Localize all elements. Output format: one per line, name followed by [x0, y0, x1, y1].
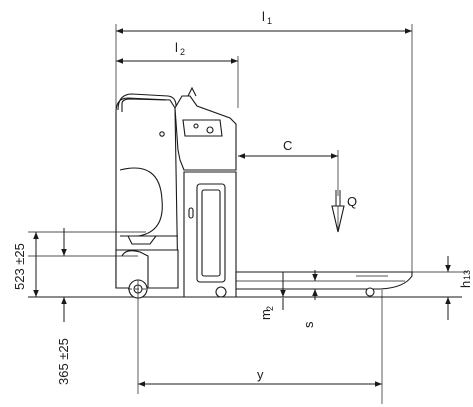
label-q: Q — [347, 194, 357, 209]
dimension-523: 523 ±25 — [12, 232, 39, 297]
label-m2: m — [258, 309, 273, 320]
operator-console — [174, 95, 237, 171]
dimension-l2: l 2 — [116, 40, 238, 64]
tiller-handle — [117, 93, 177, 111]
label-m2-sub: 2 — [265, 306, 275, 311]
battery-cover — [119, 167, 163, 237]
dimension-c: C — [238, 138, 339, 196]
dimension-s: s — [301, 270, 318, 328]
support-wheel — [215, 286, 227, 298]
label-l2: l — [175, 40, 178, 55]
truck-chassis — [115, 97, 179, 289]
label-s: s — [301, 321, 316, 328]
label-h13: h — [458, 281, 473, 288]
label-h13-sub: 13 — [462, 270, 472, 280]
label-l2-sub: 2 — [180, 47, 185, 57]
column-window — [196, 183, 226, 283]
label-523: 523 ±25 — [12, 243, 27, 290]
label-365: 365 ±25 — [56, 338, 71, 385]
dimension-365: 365 ±25 — [56, 228, 71, 385]
dimension-h13: h 13 — [412, 256, 473, 320]
label-l1-sub: 1 — [267, 16, 272, 26]
label-c: C — [283, 138, 292, 153]
truck-outline — [115, 86, 413, 299]
dimension-y: y — [128, 280, 383, 404]
fork — [235, 271, 413, 290]
dimension-m2: m 2 — [258, 272, 286, 320]
drive-unit — [115, 249, 179, 289]
load-roller — [365, 287, 375, 297]
label-y: y — [257, 367, 264, 382]
label-l1: l — [262, 9, 265, 24]
load-arrow-q: Q — [331, 190, 357, 233]
dimension-l1: l 1 — [116, 9, 412, 34]
